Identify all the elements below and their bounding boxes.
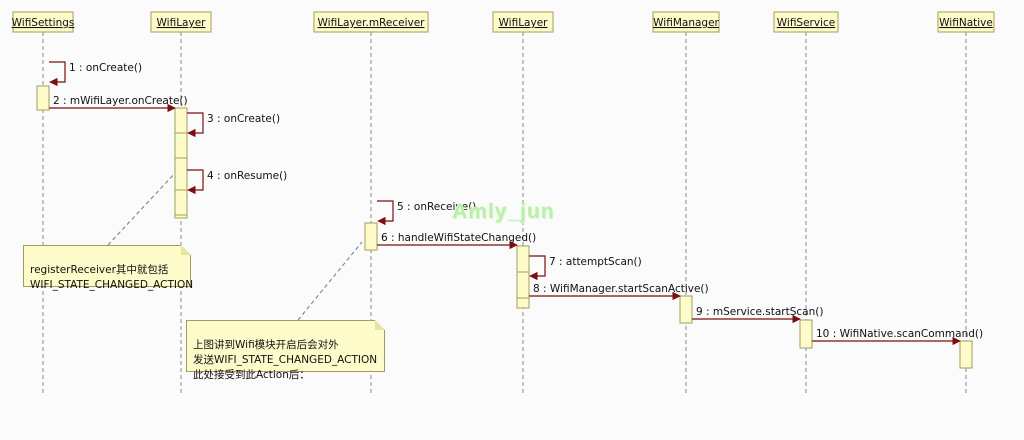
participant-box xyxy=(492,11,554,33)
participant-label: WifiNative xyxy=(939,17,993,29)
participant-box xyxy=(937,11,995,33)
participant-label: WifiSettings xyxy=(12,17,75,29)
activation-bar xyxy=(36,85,50,111)
activation-bar xyxy=(799,319,813,349)
message-label: 6 : handleWifiStateChanged() xyxy=(381,232,536,244)
message-label: 5 : onReceive() xyxy=(397,201,476,213)
participant-label: WifiLayer.mReceiver xyxy=(318,17,426,29)
message-label: 3 : onCreate() xyxy=(207,113,280,125)
activation-bar xyxy=(959,340,973,369)
watermark: Amly_jun xyxy=(452,200,555,223)
self-message-arrow xyxy=(377,200,394,226)
note-fold xyxy=(181,245,191,255)
participant-label: WifiManager xyxy=(653,17,719,29)
note-fold xyxy=(375,320,385,330)
self-message-arrow xyxy=(187,169,204,195)
activation-bar xyxy=(174,132,188,159)
message-label: 1 : onCreate() xyxy=(69,62,142,74)
activation-bar xyxy=(174,189,188,216)
participant-box xyxy=(12,11,74,33)
participant-box xyxy=(150,11,212,33)
participant-box xyxy=(773,11,839,33)
activation-bar xyxy=(364,222,378,251)
self-message-arrow xyxy=(187,112,204,138)
participant-label: WifiService xyxy=(777,17,836,29)
participant-box xyxy=(652,11,720,33)
note-connector xyxy=(107,171,177,246)
note-text: 上图讲到Wifi模块开启后会对外 发送WIFI_STATE_CHANGED_AC… xyxy=(193,339,378,381)
note-text: registerReceiver其中就包括 WIFI_STATE_CHANGED… xyxy=(30,264,194,291)
participant-label: WifiLayer xyxy=(157,17,207,29)
message-label: 7 : attemptScan() xyxy=(549,256,642,268)
note-register-receiver: registerReceiver其中就包括 WIFI_STATE_CHANGED… xyxy=(23,245,193,291)
message-label: 4 : onResume() xyxy=(207,170,287,182)
self-message-arrow xyxy=(529,255,546,281)
participant-label: WifiLayer xyxy=(499,17,549,29)
note-wifi-state-changed: 上图讲到Wifi模块开启后会对外 发送WIFI_STATE_CHANGED_AC… xyxy=(186,320,385,381)
participant-box xyxy=(313,11,429,33)
message-label: 9 : mService.startScan() xyxy=(696,306,823,318)
activation-bar xyxy=(679,295,693,324)
message-label: 10 : WifiNative.scanCommand() xyxy=(816,328,983,340)
message-label: 2 : mWifiLayer.onCreate() xyxy=(53,95,188,107)
note-connector xyxy=(297,241,363,321)
activation-bar xyxy=(516,271,530,299)
message-label: 8 : WifiManager.startScanActive() xyxy=(533,283,709,295)
self-message-arrow xyxy=(49,61,66,87)
